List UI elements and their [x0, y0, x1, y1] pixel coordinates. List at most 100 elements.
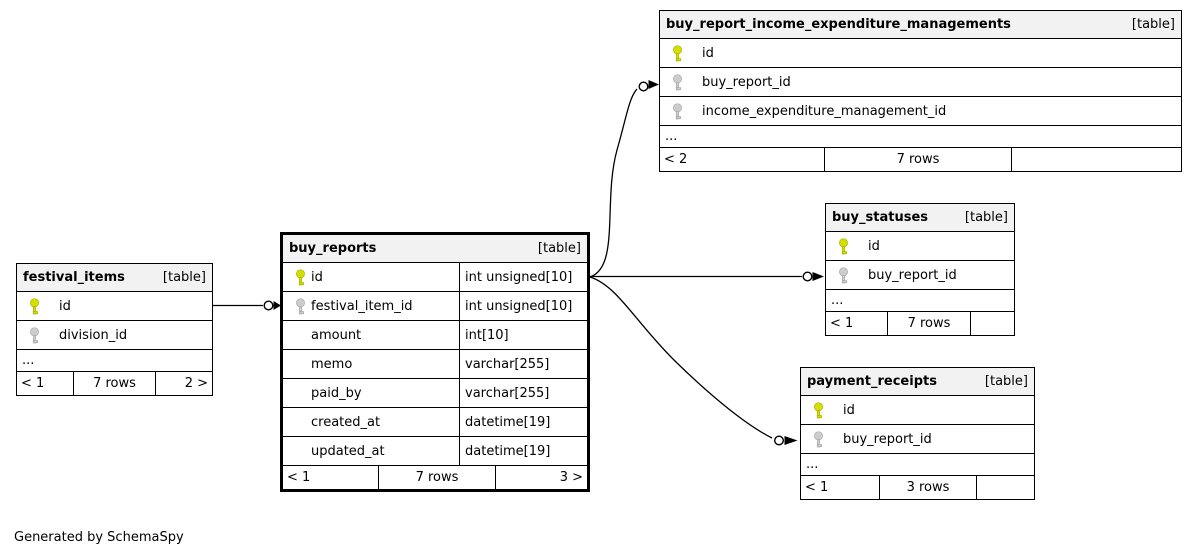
- column-type: int[10]: [459, 321, 587, 349]
- table-header[interactable]: payment_receipts [table]: [801, 368, 1034, 396]
- relationship-buy-reports-to-buy-statuses: [590, 271, 824, 282]
- relationship-buy-reports-to-payment-receipts: [589, 276, 798, 446]
- table-header[interactable]: buy_statuses [table]: [826, 204, 1014, 232]
- primary-key-icon: [672, 44, 684, 62]
- primary-key-icon: [838, 237, 850, 255]
- footer-rows: 7 rows: [378, 466, 495, 489]
- footer-rows: 7 rows: [824, 148, 1011, 171]
- column-name: memo: [311, 356, 353, 372]
- table-footer: < 1 3 rows: [801, 476, 1034, 499]
- table-tag: [table]: [537, 241, 581, 256]
- column-type: int unsigned[10]: [459, 263, 587, 291]
- column-row-id: id: [660, 39, 1181, 68]
- column-name: id: [59, 298, 71, 314]
- column-row-buy-report-id: buy_report_id: [801, 425, 1034, 454]
- column-name: created_at: [311, 414, 381, 430]
- table-title: payment_receipts: [807, 374, 937, 389]
- column-name: buy_report_id: [702, 74, 791, 90]
- column-name: buy_report_id: [868, 267, 957, 283]
- primary-key-icon: [813, 401, 825, 419]
- column-row-division-id: division_id: [17, 321, 212, 350]
- column-name: updated_at: [311, 443, 385, 459]
- footer-rows: 7 rows: [887, 312, 970, 335]
- footer-parents: < 1: [830, 316, 854, 331]
- table-title: buy_report_income_expenditure_management…: [666, 17, 1011, 32]
- column-row-income-expenditure-management-id: income_expenditure_management_id: [660, 97, 1181, 126]
- column-name: id: [843, 402, 855, 418]
- footer-children: [976, 476, 1034, 499]
- table-tag: [table]: [964, 210, 1008, 225]
- column-row-amount: amount int[10]: [283, 321, 587, 350]
- footer-children: 2 >: [155, 372, 212, 395]
- column-type: datetime[19]: [459, 408, 587, 436]
- column-type: datetime[19]: [459, 437, 587, 465]
- column-row-updated-at: updated_at datetime[19]: [283, 437, 587, 466]
- table-festival-items[interactable]: festival_items [table] id division_id ..…: [16, 263, 213, 396]
- column-name: id: [311, 269, 323, 285]
- column-row-memo: memo varchar[255]: [283, 350, 587, 379]
- table-header[interactable]: buy_report_income_expenditure_management…: [660, 11, 1181, 39]
- table-payment-receipts[interactable]: payment_receipts [table] id buy_report_i…: [800, 367, 1035, 500]
- table-title: buy_statuses: [832, 210, 929, 225]
- column-row-id: id: [801, 396, 1034, 425]
- more-columns-ellipsis: ...: [660, 126, 1181, 148]
- column-name: buy_report_id: [843, 431, 932, 447]
- column-row-buy-report-id: buy_report_id: [660, 68, 1181, 97]
- footer-parents: < 1: [21, 376, 45, 391]
- table-buy-reports[interactable]: buy_reports [table] id int unsigned[10] …: [280, 232, 590, 492]
- footer-rows: 3 rows: [879, 476, 976, 499]
- foreign-key-icon: [672, 73, 684, 91]
- table-tag: [table]: [1131, 17, 1175, 32]
- relationship-buy-reports-to-managements: [589, 80, 659, 278]
- table-header[interactable]: buy_reports [table]: [283, 235, 587, 263]
- footer-parents: < 1: [805, 480, 829, 495]
- foreign-key-icon: [295, 297, 307, 315]
- more-columns-ellipsis: ...: [17, 350, 212, 372]
- footer-rows: 7 rows: [73, 372, 155, 395]
- relationship-festival-items-to-buy-reports: [213, 300, 281, 311]
- table-footer: < 1 7 rows 3 >: [283, 466, 587, 489]
- footer-parents: < 2: [664, 152, 688, 167]
- column-row-paid-by: paid_by varchar[255]: [283, 379, 587, 408]
- table-footer: < 2 7 rows: [660, 148, 1181, 171]
- column-row-created-at: created_at datetime[19]: [283, 408, 587, 437]
- column-row-id: id: [826, 232, 1014, 261]
- table-footer: < 1 7 rows: [826, 312, 1014, 335]
- column-name: festival_item_id: [311, 298, 413, 314]
- table-tag: [table]: [162, 270, 206, 285]
- column-type: varchar[255]: [459, 379, 587, 407]
- generated-by-note: Generated by SchemaSpy: [14, 530, 184, 545]
- column-row-id: id int unsigned[10]: [283, 263, 587, 292]
- column-type: varchar[255]: [459, 350, 587, 378]
- column-row-buy-report-id: buy_report_id: [826, 261, 1014, 290]
- footer-parents: < 1: [287, 470, 311, 485]
- table-footer: < 1 7 rows 2 >: [17, 372, 212, 395]
- column-name: paid_by: [311, 385, 362, 401]
- table-title: buy_reports: [289, 241, 377, 256]
- table-header[interactable]: festival_items [table]: [17, 264, 212, 292]
- footer-children: [1011, 148, 1181, 171]
- foreign-key-icon: [672, 102, 684, 120]
- column-name: id: [702, 45, 714, 61]
- column-row-festival-item-id: festival_item_id int unsigned[10]: [283, 292, 587, 321]
- footer-children: 3 >: [495, 466, 587, 489]
- foreign-key-icon: [838, 266, 850, 284]
- column-name: income_expenditure_management_id: [702, 103, 947, 119]
- column-name: id: [868, 238, 880, 254]
- foreign-key-icon: [29, 326, 41, 344]
- column-row-id: id: [17, 292, 212, 321]
- primary-key-icon: [295, 268, 307, 286]
- column-name: amount: [311, 327, 362, 343]
- footer-children: [970, 312, 1014, 335]
- table-tag: [table]: [984, 374, 1028, 389]
- table-buy-report-income-expenditure-managements[interactable]: buy_report_income_expenditure_management…: [659, 10, 1182, 172]
- column-type: int unsigned[10]: [459, 292, 587, 320]
- foreign-key-icon: [813, 430, 825, 448]
- primary-key-icon: [29, 297, 41, 315]
- table-buy-statuses[interactable]: buy_statuses [table] id buy_report_id ..…: [825, 203, 1015, 336]
- table-title: festival_items: [23, 270, 125, 285]
- more-columns-ellipsis: ...: [801, 454, 1034, 476]
- more-columns-ellipsis: ...: [826, 290, 1014, 312]
